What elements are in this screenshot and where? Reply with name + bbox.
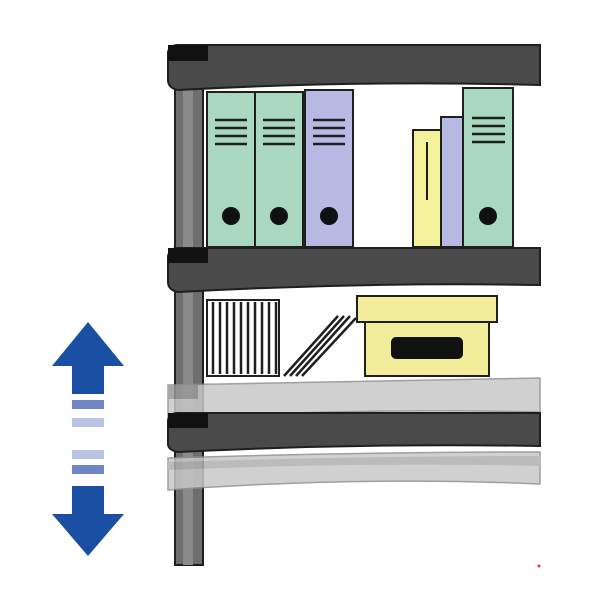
middle-shelf [167,247,541,294]
binder-lavender-thin [440,116,464,248]
double-vertical-arrow-icon [52,322,124,556]
top-shelf [167,44,541,92]
lower-shelf [167,412,541,454]
cd-stack [206,299,280,377]
binder-yellow-thin [412,129,442,248]
binder-green-3 [462,87,514,248]
binder-lavender-1 [304,89,354,248]
binder-green-2 [254,91,304,248]
tiny-mark [537,564,541,568]
binder-green-1 [206,91,256,248]
storage-box [356,295,498,377]
leaning-cds [283,315,357,377]
ghost-shelf-lower [167,451,541,491]
